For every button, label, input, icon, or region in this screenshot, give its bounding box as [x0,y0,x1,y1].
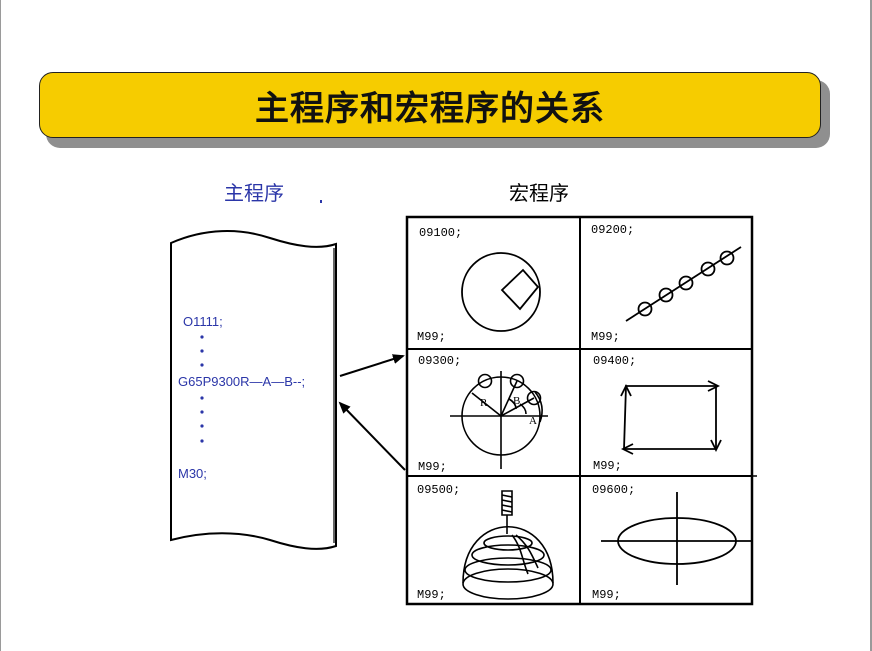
cell-09400-end: M99; [593,459,622,473]
cell-09300-end: M99; [418,460,447,474]
call-arrow [339,354,405,377]
cell-09300-id: 09300; [418,354,461,368]
main-program-sheet [170,230,337,550]
cell-09400-id: 09400; [593,354,636,368]
label-a: A [529,415,537,427]
return-arrow [338,401,406,471]
main-line-m30: M30; [178,466,207,481]
cell-09200-end: M99; [591,330,620,344]
frame-edge-right [870,0,872,651]
macro-grid [405,215,757,606]
drawing-09600-ellipse [601,492,752,585]
title-bar: 主程序和宏程序的关系 [39,72,821,138]
frame-edge-left [0,0,1,651]
drawing-09500-hemisphere [462,490,554,600]
label-b: B [513,395,520,407]
main-line-g65: G65P9300R—A—B--; [178,374,305,389]
cell-09500-id: 09500; [417,483,460,497]
drawing-09200-hole-line [625,246,742,322]
cell-09600-end: M99; [592,588,621,602]
drawing-09400-rect-path [620,380,722,455]
macro-program-label: 宏程序 [509,181,569,205]
label-r: R [480,397,488,409]
drawing-09100-circle-pocket [461,252,541,332]
main-line-o1111: O1111; [183,314,223,329]
main-dots-upper [200,335,204,367]
cell-09600-id: 09600; [592,483,635,497]
drawing-09300-bolt-circle [450,371,548,469]
page-title: 主程序和宏程序的关系 [255,88,605,129]
cell-09100-id: 09100; [419,226,462,240]
main-program-label: 主程序 [224,181,284,205]
cell-09100-end: M99; [417,330,446,344]
stray-dot [320,200,322,203]
cell-09200-id: 09200; [591,223,634,237]
cell-09500-end: M99; [417,588,446,602]
main-dots-lower [200,396,204,443]
